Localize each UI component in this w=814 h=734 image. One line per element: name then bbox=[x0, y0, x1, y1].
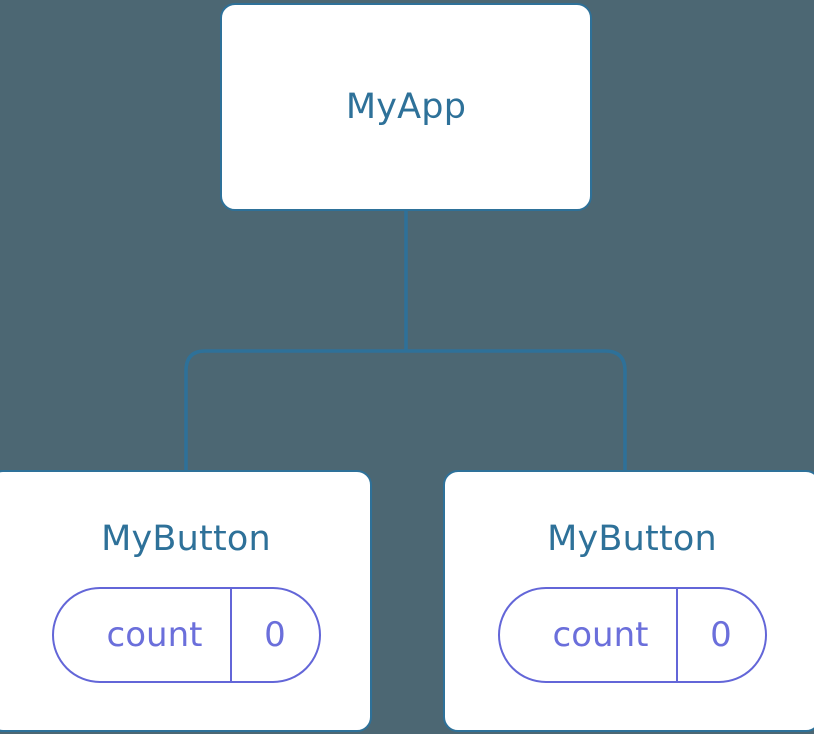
state-key-left: count bbox=[106, 615, 203, 655]
state-value-right: 0 bbox=[675, 589, 765, 681]
state-pill-left[interactable]: count 0 bbox=[51, 587, 321, 683]
edge-to-right-child bbox=[406, 349, 627, 472]
state-key-right: count bbox=[552, 615, 649, 655]
root-node-label: MyApp bbox=[345, 86, 467, 127]
root-node[interactable]: MyApp bbox=[220, 3, 592, 211]
child-node-left-label: MyButton bbox=[101, 519, 271, 559]
child-node-left[interactable]: MyButton count 0 bbox=[0, 470, 372, 732]
state-pill-right[interactable]: count 0 bbox=[497, 587, 767, 683]
edge-to-left-child bbox=[184, 349, 406, 472]
child-node-right-label: MyButton bbox=[547, 519, 717, 559]
child-node-right[interactable]: MyButton count 0 bbox=[443, 470, 814, 732]
state-value-left: 0 bbox=[229, 589, 319, 681]
